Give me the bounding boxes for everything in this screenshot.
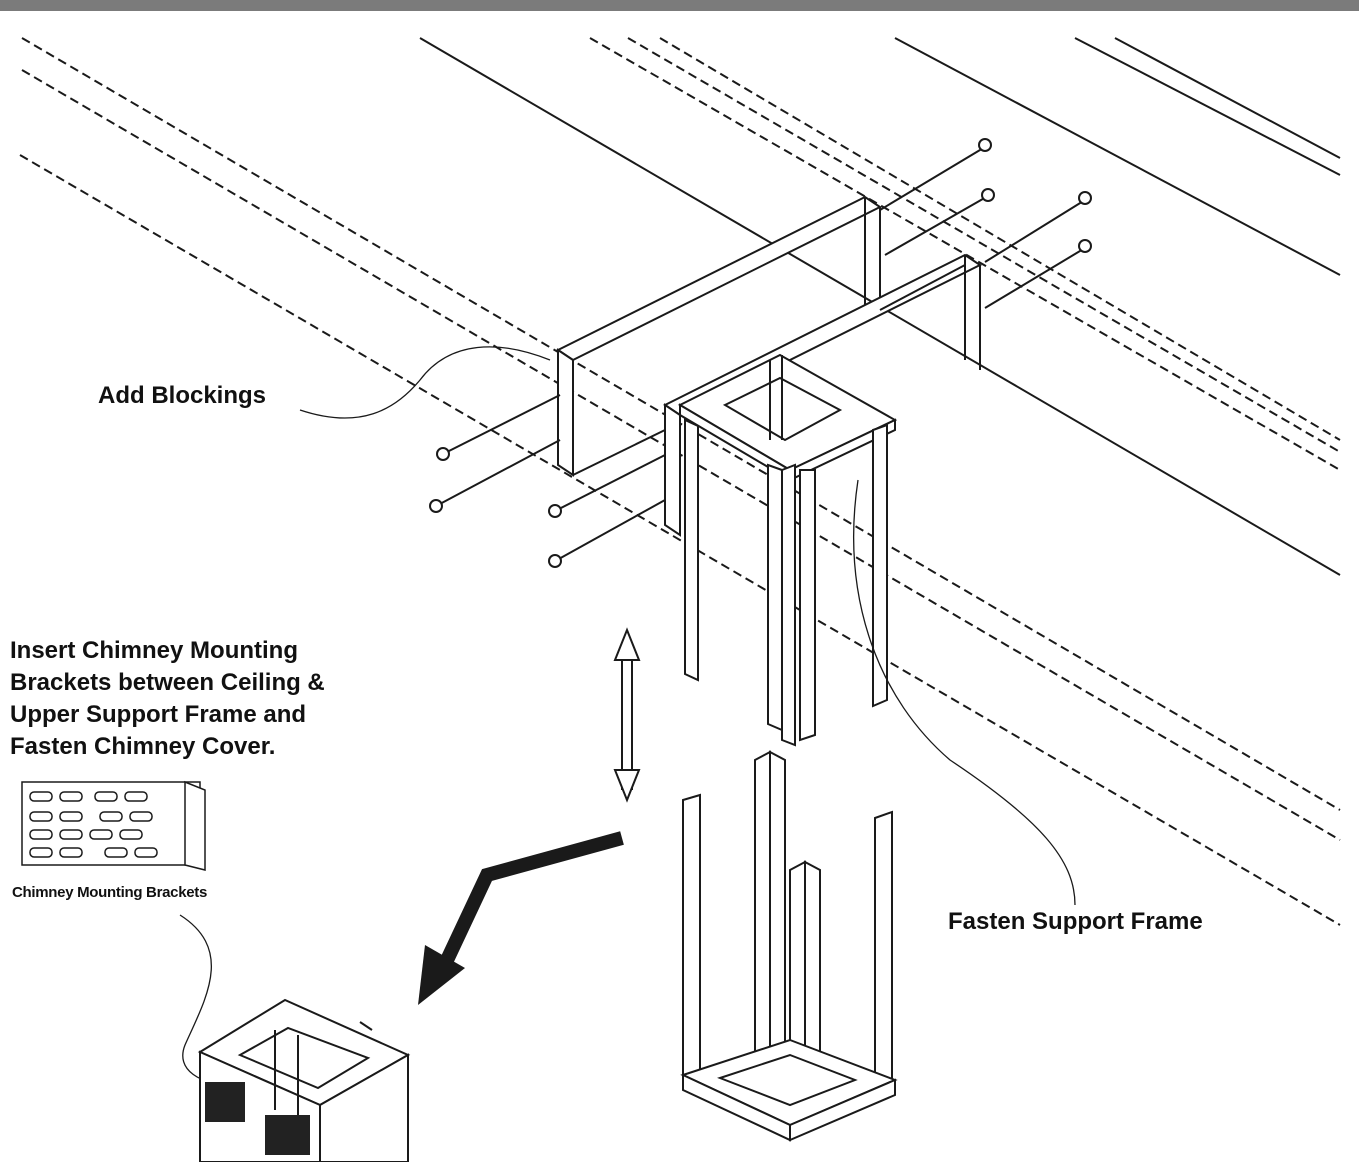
fasten-support-frame-label: Fasten Support Frame: [948, 908, 1203, 935]
bracket-illustration: [21, 780, 206, 871]
vertical-double-arrow: [613, 627, 641, 803]
instruction-line-4: Fasten Chimney Cover.: [10, 733, 276, 760]
bold-direction-arrow: [418, 831, 624, 1005]
screws: [429, 138, 1092, 568]
instruction-line-2: Brackets between Ceiling &: [10, 669, 325, 696]
upper-support-frame: [677, 353, 898, 747]
add-blockings-label: Add Blockings: [98, 382, 267, 409]
chimney-cover-vents: [205, 1082, 310, 1155]
insert-brackets-instruction: Insert Chimney Mounting Brackets between…: [10, 635, 325, 763]
instruction-line-3: Upper Support Frame and: [10, 701, 307, 728]
lower-chimney-frame: [680, 750, 898, 1142]
chimney-mounting-brackets-label: Chimney Mounting Brackets: [12, 884, 208, 901]
instruction-line-1: Insert Chimney Mounting: [10, 637, 298, 664]
top-border-bar: [0, 0, 1359, 11]
